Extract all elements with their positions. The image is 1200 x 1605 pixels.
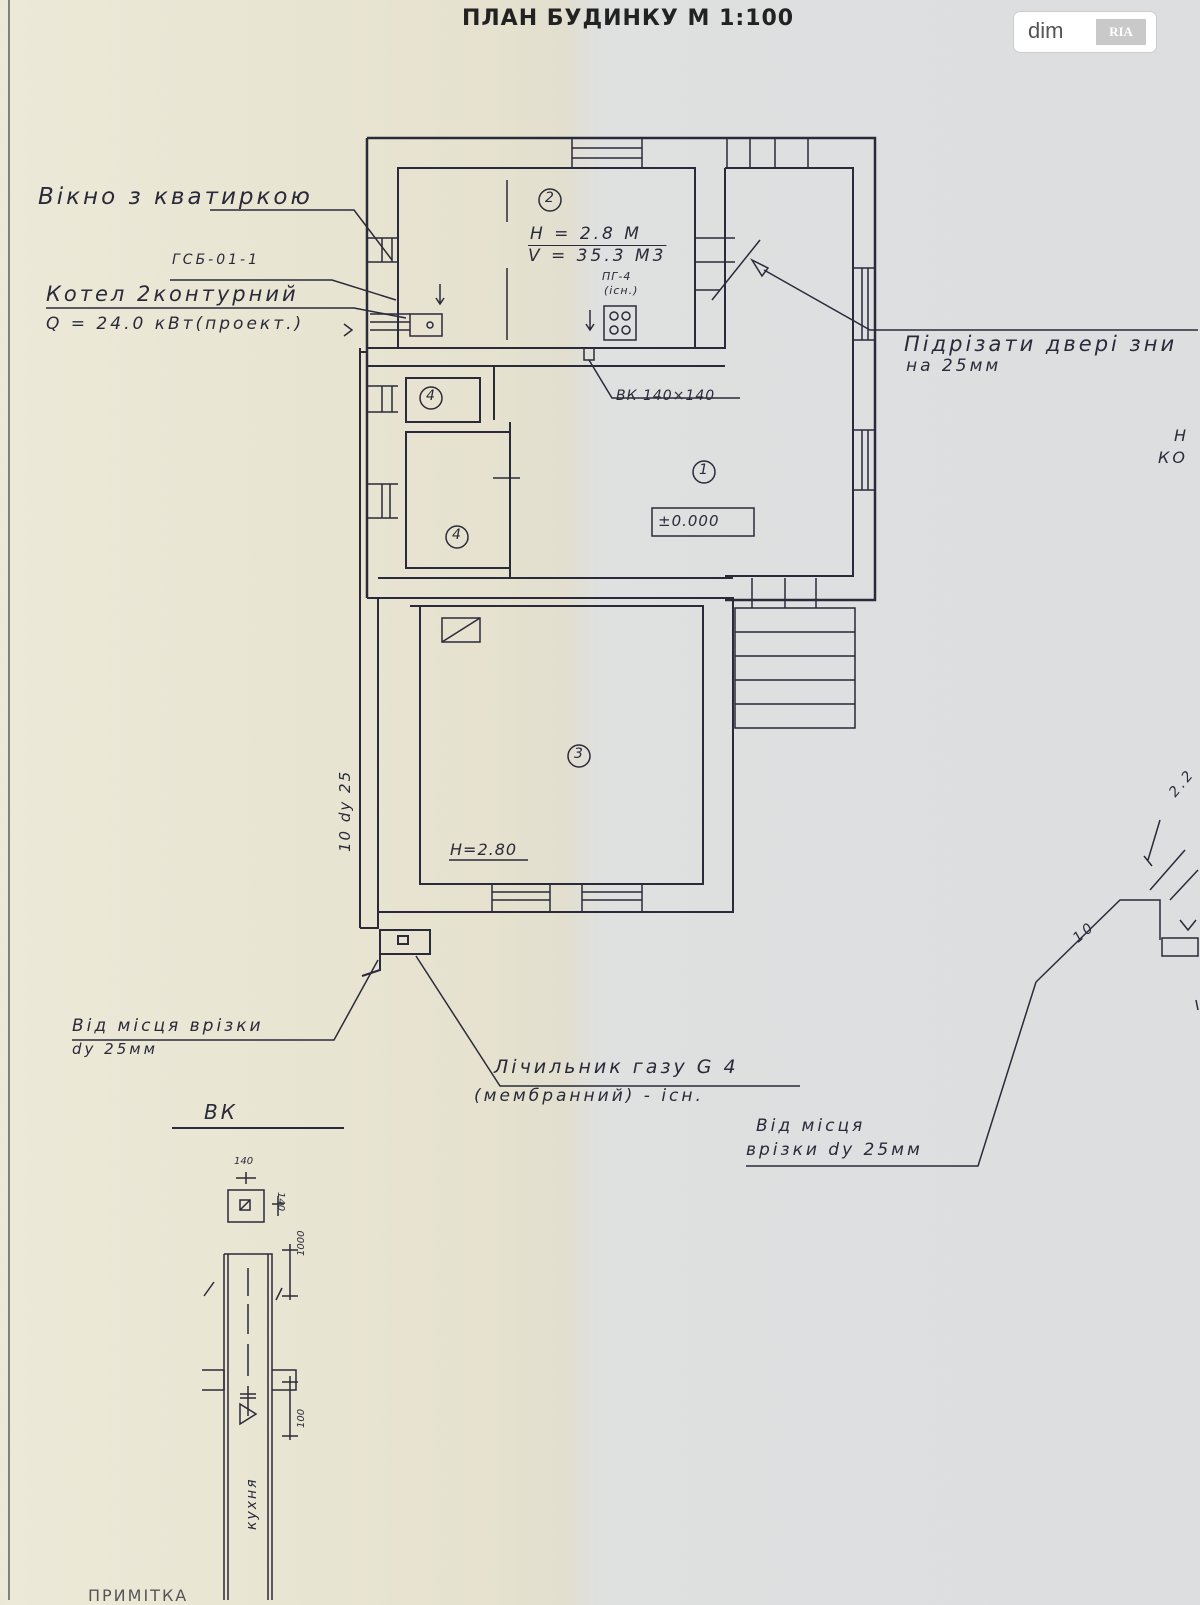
room2-volume: V = 35.3 М3 — [528, 246, 667, 266]
logo-badge: RIA — [1096, 19, 1146, 45]
insert-point-label: Від місця врізки — [72, 1016, 264, 1036]
right-edge-ko: КО — [1158, 448, 1188, 467]
level-mark: ±0.000 — [658, 512, 720, 530]
pipe-diameter-label: 10 dy 25 — [336, 769, 354, 852]
room-1-circle — [692, 460, 716, 484]
vk-dim-100: 100 — [296, 1408, 307, 1428]
room-3-circle — [567, 744, 591, 768]
gas-meter-note: (мембранний) - існ. — [474, 1086, 704, 1106]
cut-door-label: Підрізати двері зни — [904, 332, 1178, 356]
boiler-power-label: Q = 24.0 кВт(проект.) — [46, 314, 305, 334]
room-number-2: 2 — [545, 190, 554, 206]
right-insert-diameter: врізки dy 25мм — [746, 1140, 923, 1160]
boiler-label: Котел 2контурний — [46, 282, 299, 306]
cut-door-size: на 25мм — [906, 356, 1002, 376]
gsb-label: ГСБ-01-1 — [172, 252, 261, 268]
note-heading: ПРИМІТКА — [88, 1586, 189, 1605]
vk-size-label: ВК 140×140 — [616, 388, 716, 404]
logo-text: dim — [1028, 18, 1064, 43]
stove-label: ПГ-4 — [602, 270, 632, 283]
room-number-4a: 4 — [426, 388, 435, 404]
window-marks — [367, 138, 875, 912]
boiler-and-stove — [370, 284, 637, 361]
room-number-4b: 4 — [452, 527, 461, 543]
window-label: Вікно з кватиркою — [38, 184, 313, 210]
room-number-circles — [419, 188, 716, 768]
right-edge-h: Н — [1174, 426, 1190, 445]
room-number-1: 1 — [699, 462, 708, 478]
vk-detail — [172, 1127, 344, 1600]
gas-meter-label: Лічильник газу G 4 — [494, 1056, 739, 1078]
stove-note: (існ.) — [604, 284, 639, 297]
insert-point-diameter: dy 25мм — [72, 1040, 158, 1058]
room-2-circle — [538, 188, 562, 212]
upper-block-walls — [365, 136, 877, 913]
misc-marks — [441, 507, 1199, 1011]
leader-lines — [46, 209, 1199, 1167]
vk-dim-1000: 1000 — [296, 1230, 307, 1256]
vk-dim-140-v: 140 — [275, 1192, 286, 1212]
sheet-edge — [8, 0, 10, 1600]
vk-dim-140-h: 140 — [234, 1156, 254, 1167]
vk-detail-title: ВК — [204, 1100, 238, 1124]
plan-title: ПЛАН БУДИНКУ М 1:100 — [462, 6, 795, 31]
room2-height: H = 2.8 М — [530, 224, 642, 244]
dim-ria-logo: dim RIA — [1014, 12, 1156, 52]
entrance-steps — [734, 607, 856, 729]
room-number-3: 3 — [574, 746, 583, 762]
kitchen-label: кухня — [244, 1477, 260, 1530]
gas-pipe — [359, 348, 431, 977]
right-insert-label: Від місця — [756, 1116, 866, 1136]
room-4b-circle — [445, 525, 469, 549]
room3-height: Н=2.80 — [450, 840, 518, 859]
room-4a-circle — [419, 386, 443, 410]
door-and-stair-lines — [493, 180, 770, 492]
